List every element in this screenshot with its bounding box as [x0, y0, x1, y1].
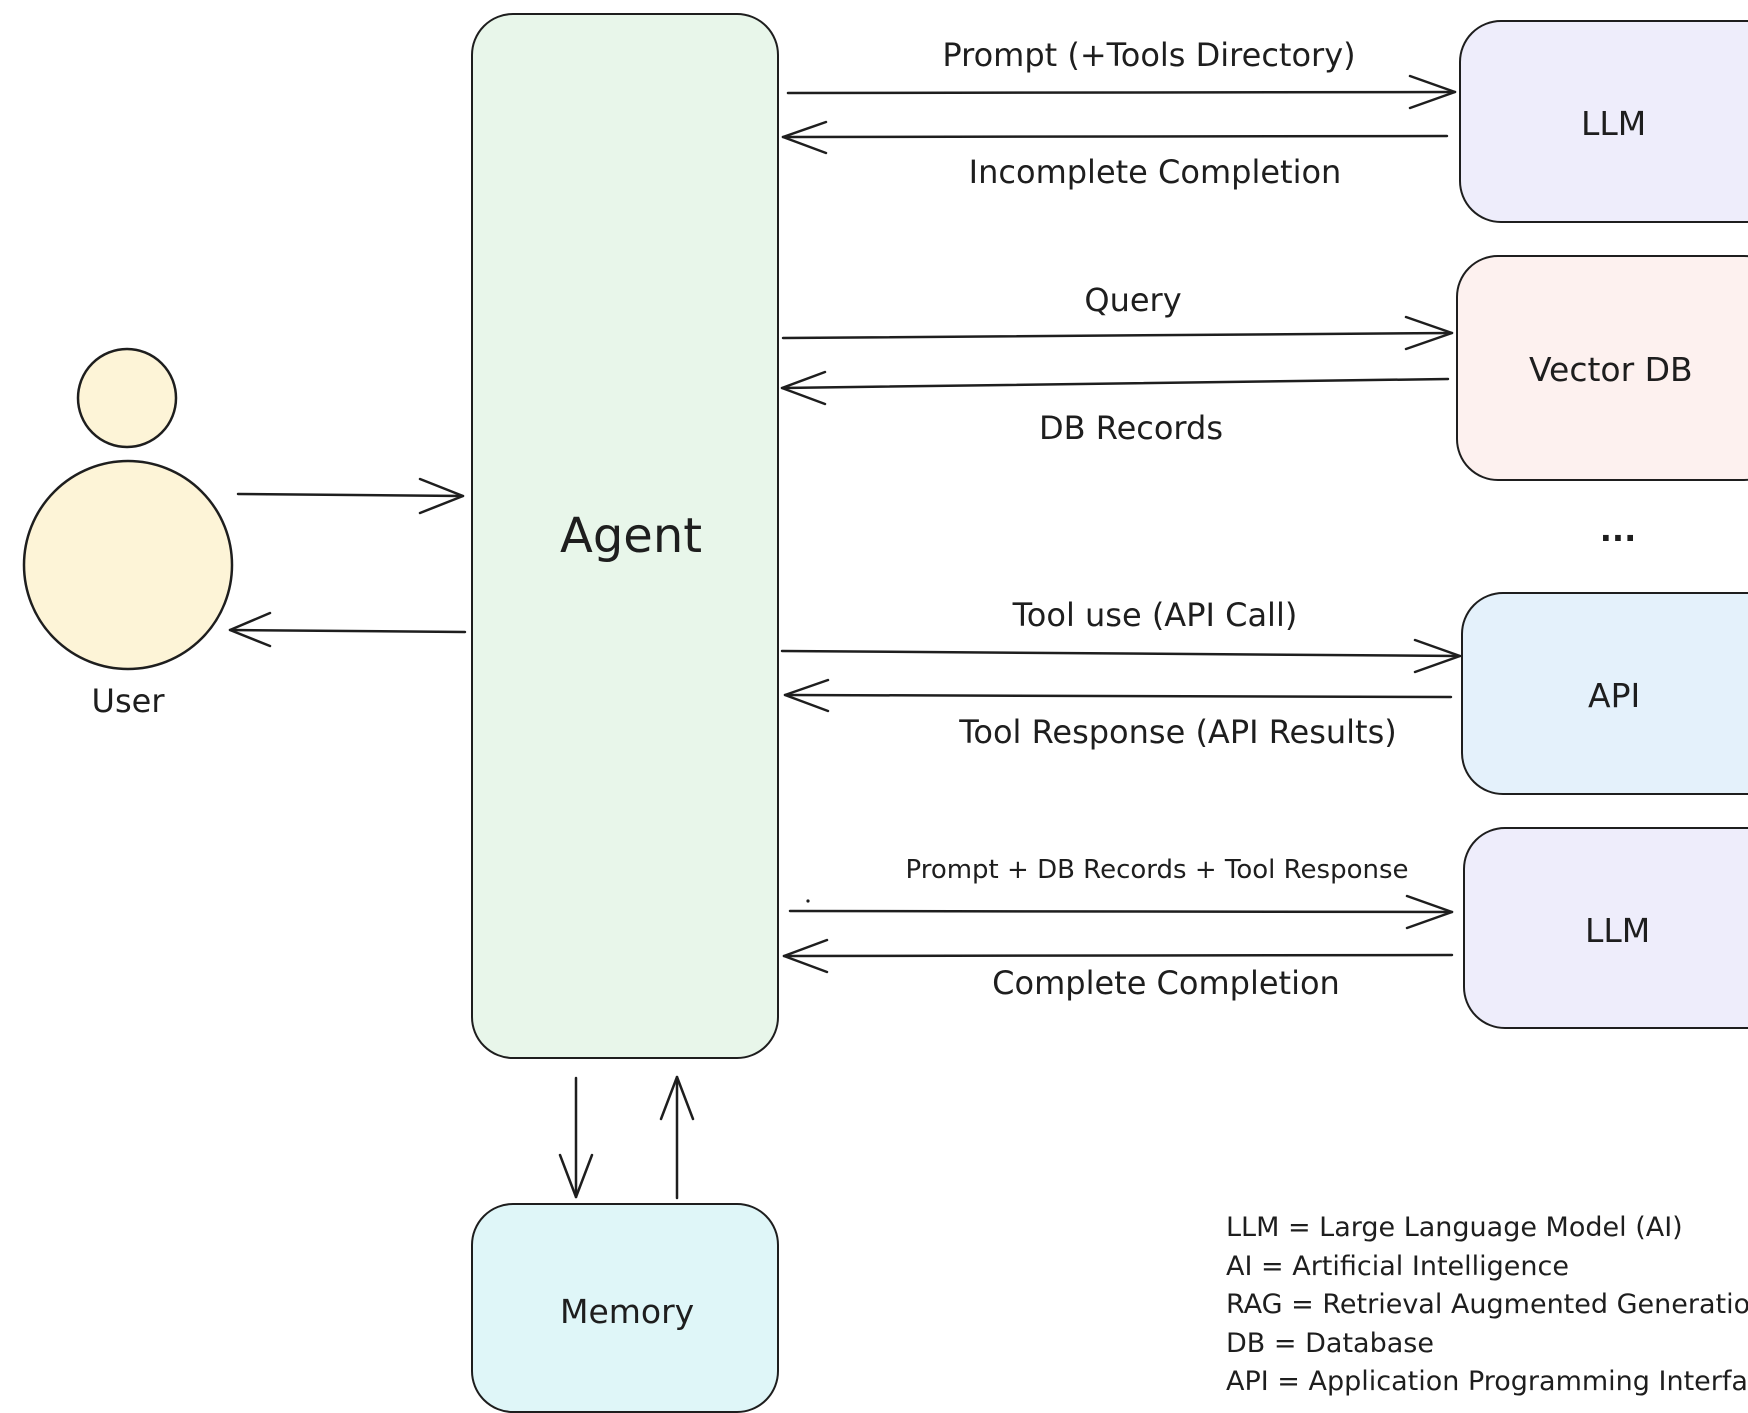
llm-box-top: LLM	[1459, 20, 1748, 223]
arrow-prompt-tools	[786, 74, 1457, 110]
incomplete-completion-label: Incomplete Completion	[968, 153, 1342, 191]
query-label: Query	[1084, 281, 1182, 319]
arrow-incomplete-completion	[781, 120, 1449, 155]
user-body	[22, 459, 234, 671]
llm-box-bottom: LLM	[1463, 827, 1748, 1029]
legend-item: AI = Artificial Intelligence	[1226, 1250, 1569, 1282]
db-records-label: DB Records	[1039, 409, 1223, 447]
arrow-prompt-combined	[788, 894, 1454, 930]
llm-top-label: LLM	[1581, 104, 1647, 143]
user-head	[76, 347, 178, 449]
tool-use-label: Tool use (API Call)	[1012, 596, 1298, 634]
legend-item: DB = Database	[1226, 1327, 1434, 1359]
vector-db-label: Vector DB	[1529, 350, 1693, 389]
api-box: API	[1461, 592, 1748, 795]
arrow-user-to-agent	[236, 477, 465, 515]
prompt-combined-label: Prompt + DB Records + Tool Response	[905, 855, 1409, 885]
prompt-tools-label: Prompt (+Tools Directory)	[942, 36, 1356, 74]
arrow-query	[781, 315, 1454, 351]
memory-box: Memory	[471, 1203, 779, 1413]
tool-response-label: Tool Response (API Results)	[959, 713, 1397, 751]
stray-dot	[806, 899, 810, 903]
arrow-memory-to-agent	[659, 1075, 695, 1200]
arrow-tool-response	[783, 678, 1453, 713]
ellipsis-label: ...	[1599, 511, 1637, 549]
vector-db-box: Vector DB	[1456, 255, 1748, 481]
arrow-agent-to-user	[228, 611, 467, 648]
agent-box: Agent	[471, 13, 779, 1059]
arrow-tool-use	[780, 638, 1462, 674]
arrow-db-records	[780, 370, 1450, 406]
arrow-complete-completion	[782, 938, 1454, 974]
legend-item: LLM = Large Language Model (AI)	[1226, 1212, 1683, 1243]
memory-label: Memory	[560, 1292, 695, 1331]
legend-item: RAG = Retrieval Augmented Generation	[1226, 1289, 1748, 1320]
agent-label: Agent	[560, 508, 703, 564]
abbreviation-legend: LLM = Large Language Model (AI) AI = Art…	[1226, 1209, 1748, 1402]
llm-bottom-label: LLM	[1585, 911, 1651, 950]
complete-completion-label: Complete Completion	[992, 964, 1340, 1002]
user-label: User	[91, 682, 165, 720]
api-label: API	[1588, 676, 1641, 715]
legend-item: API = Application Programming Interface	[1226, 1366, 1748, 1397]
arrow-agent-to-memory	[558, 1076, 594, 1199]
